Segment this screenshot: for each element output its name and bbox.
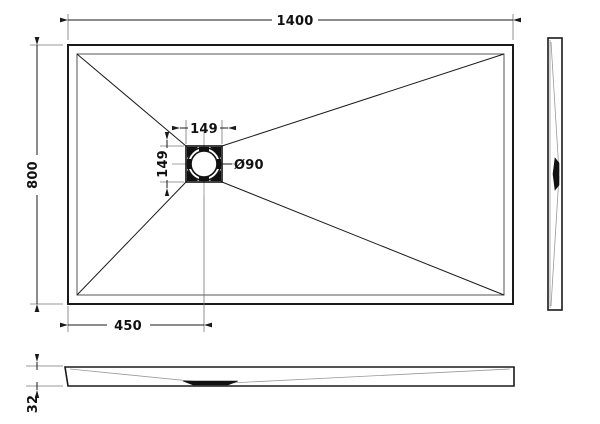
dimension-label-drain-depth: 149 xyxy=(156,150,171,178)
dimension-tray-thickness: 32 xyxy=(26,354,63,414)
front-profile-body xyxy=(64,366,515,387)
dimension-drain-width: 149 xyxy=(172,120,236,144)
dimension-drain-offset: 450 xyxy=(60,196,212,334)
dimension-drain-diameter: Ø90 xyxy=(221,158,264,173)
tray-outer-outline xyxy=(67,44,514,305)
front-profile-drain-mark xyxy=(182,380,239,386)
dimension-overall-depth: 800 xyxy=(26,37,63,312)
dimension-label-overall-depth: 800 xyxy=(26,161,41,189)
side-elevation-view xyxy=(547,37,563,311)
dimension-drain-depth: 149 xyxy=(156,132,184,196)
side-profile-drain-mark xyxy=(552,157,560,191)
dimension-label-overall-width: 1400 xyxy=(277,14,314,29)
plan-view: 1400 800 149 xyxy=(26,14,521,334)
drain-inner-circle xyxy=(190,150,218,178)
dimension-overall-width: 1400 xyxy=(60,14,521,40)
dimension-label-drain-width: 149 xyxy=(190,122,218,137)
dimension-label-tray-thickness: 32 xyxy=(26,395,41,414)
tray-inner-rim xyxy=(76,53,505,296)
front-elevation-view: 32 xyxy=(26,354,515,414)
tray-slope-lines xyxy=(76,53,505,296)
drain-assembly xyxy=(185,145,223,183)
dimension-label-drain-offset: 450 xyxy=(114,319,142,334)
drain-outer-circle xyxy=(186,146,222,182)
dimension-label-drain-diameter: Ø90 xyxy=(234,158,264,173)
